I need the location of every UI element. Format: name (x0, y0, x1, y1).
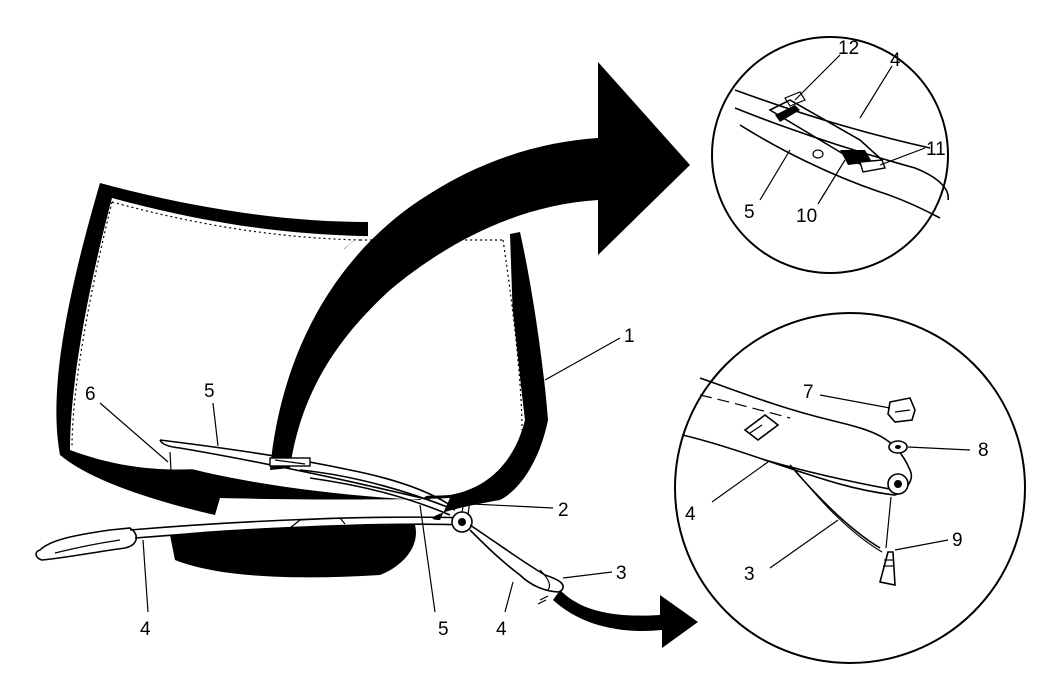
label-bottom-4: 4 (685, 504, 696, 525)
label-bottom-7: 7 (803, 382, 814, 403)
label-bottom-8: 8 (978, 440, 989, 461)
label-main-3: 3 (616, 563, 627, 584)
label-top-5: 5 (744, 202, 755, 223)
label-top-4: 4 (890, 50, 901, 71)
pivot-assembly (451, 497, 564, 605)
main-leaders (99, 337, 621, 613)
top-detail-circle (711, 36, 949, 274)
large-arrow-up (270, 62, 690, 470)
label-main-6: 6 (85, 384, 96, 405)
label-bottom-3: 3 (744, 564, 755, 585)
label-top-10: 10 (796, 206, 817, 227)
label-top-11: 11 (926, 139, 946, 160)
wiper-arm (169, 451, 456, 516)
bottom-detail-circle (674, 312, 1026, 664)
label-main-4-right: 4 (496, 619, 507, 640)
label-main-5-top: 5 (204, 381, 215, 402)
callout-labels: 1 2 3 4 4 5 5 6 12 4 11 10 5 7 8 9 4 3 (85, 38, 989, 640)
label-bottom-9: 9 (952, 530, 963, 551)
label-main-1: 1 (624, 326, 635, 347)
wiper-blade-upper (159, 439, 451, 506)
label-top-12: 12 (838, 38, 859, 59)
label-main-2: 2 (558, 500, 569, 521)
linkage-rod (35, 516, 471, 561)
label-main-5-bottom: 5 (438, 619, 449, 640)
label-main-4-left: 4 (140, 619, 151, 640)
small-arrow-down (553, 590, 698, 648)
